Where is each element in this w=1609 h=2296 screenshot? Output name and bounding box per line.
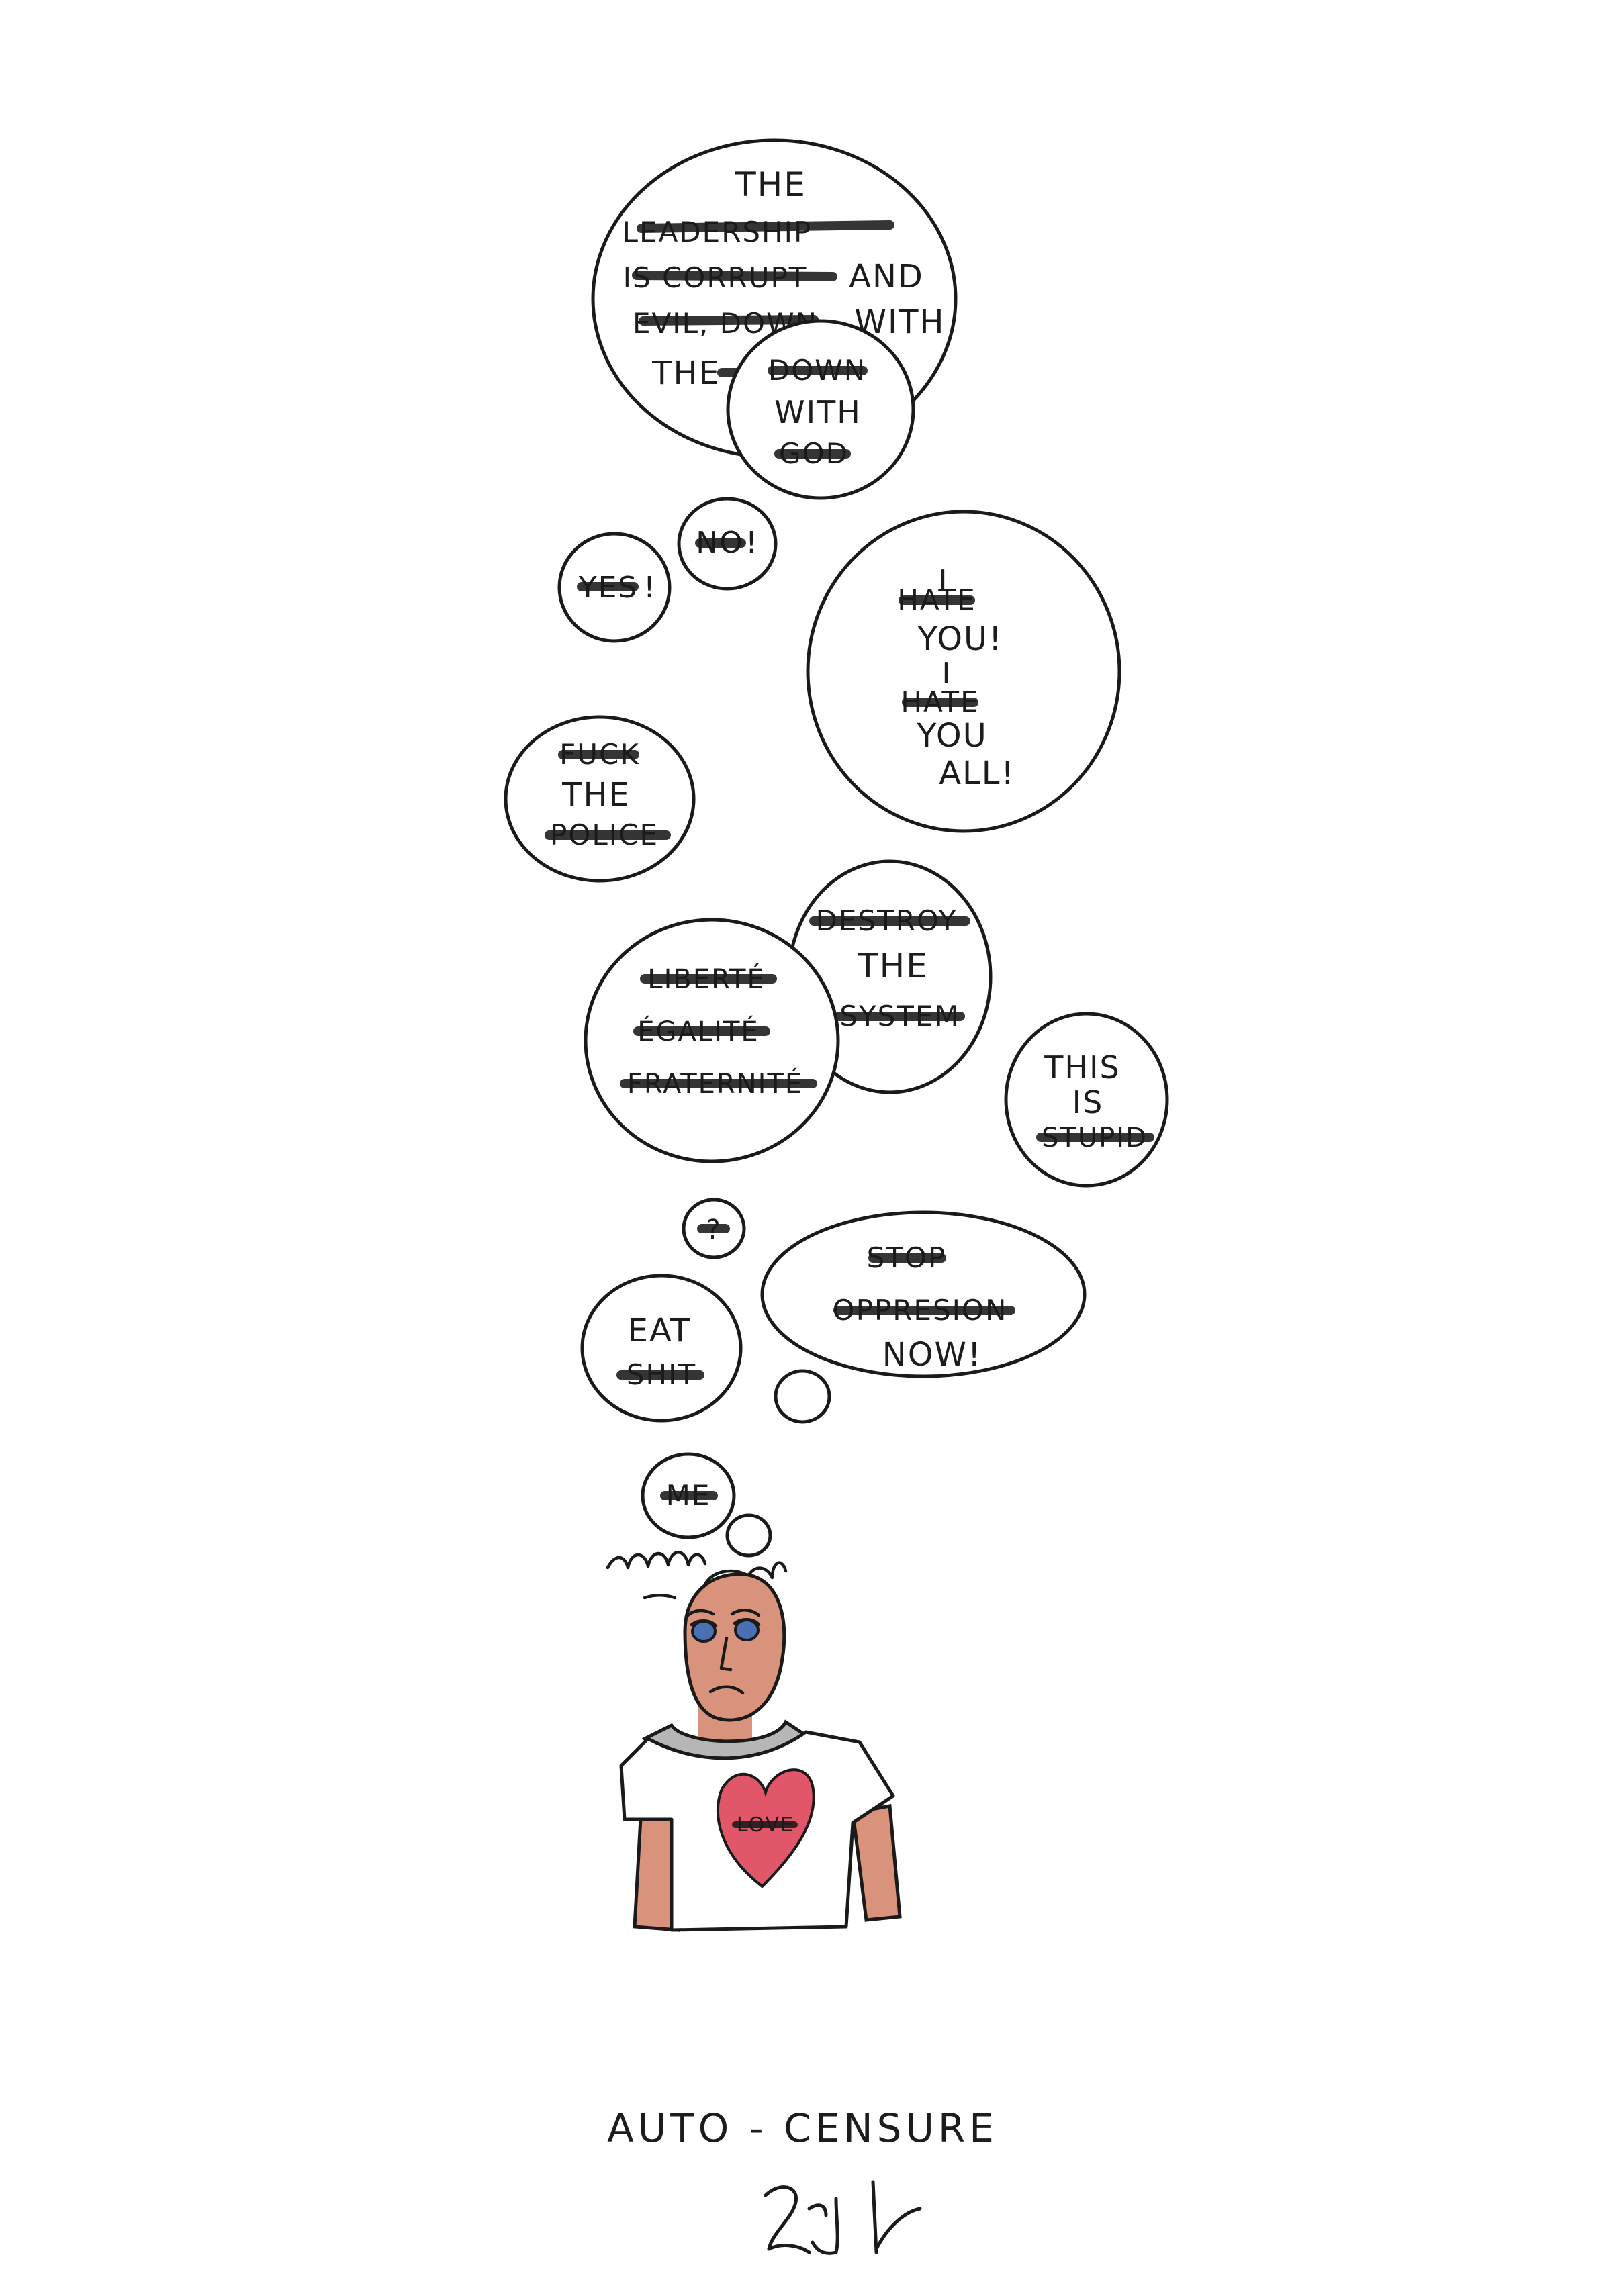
leadership-word-the: THE [735,165,807,204]
oppression-thought-bubble: STOP OPPRESION NOW! [760,1210,1087,1424]
mouth [708,1685,745,1695]
yes-thought-bubble: YES ! [557,532,672,643]
signature-stroke [764,2180,922,2255]
hate-thought-bubble: I HATE YOU! I HATE YOU ALL! [806,510,1121,833]
no-bubble-outline [677,497,778,591]
yes-bubble-outline [557,532,672,643]
me-bubble-outline [641,1452,736,1539]
caption-title: AUTO - CENSURE [607,2105,998,2151]
hate-word-you-2: YOU [916,717,988,755]
leadership-strike-2 [632,271,837,281]
leadership-strike-3 [639,315,819,326]
head [683,1572,786,1722]
oppression-tail-dot [774,1369,831,1424]
police-thought-bubble: FUCK THE POLICE [504,715,696,883]
hate-bubble-outline [806,510,1121,833]
hate-word-all: ALL! [939,755,1015,792]
eat-bubble-outline [580,1274,743,1423]
small-bubble-outline [682,1198,746,1259]
stupid-bubble-outline [1004,1012,1169,1188]
stupid-word-this: THIS [1044,1049,1120,1086]
liberte-thought-bubble: LIBERTÉ ÉGALITÉ FRATERNITÉ [584,918,840,1163]
character-figure: LOVE [606,1551,902,1932]
hate-word-i: I [939,564,949,598]
system-word-the: THE [857,947,929,986]
left-eyebrow [684,1609,715,1619]
police-bubble-outline [504,715,696,883]
leadership-word-and: AND [849,258,924,295]
god-thought-bubble: DOWN WITH GOD [726,319,915,500]
oppression-word-now: NOW! [882,1336,982,1374]
hate-word-i-2: I [942,657,952,691]
stupid-thought-bubble: THIS IS STUPID [1004,1012,1169,1188]
right-arm [851,1804,902,1922]
right-eye-lid [733,1618,761,1627]
left-eye-lid [690,1619,718,1628]
eat-thought-bubble: EAT SHIT [580,1274,743,1423]
leadership-strike-1 [637,220,894,233]
no-thought-bubble: NO ! [677,497,778,591]
signature [764,2180,922,2255]
heart-icon [716,1768,815,1888]
police-word-the: THE [561,776,631,814]
me-tail-dot [725,1513,772,1558]
god-word-with: WITH [774,394,862,430]
nose [719,1636,733,1672]
hair-scribble [606,1551,788,1600]
me-thought-bubble: ME [641,1452,772,1558]
leadership-word-the-2: THE [651,354,721,392]
stupid-word-is: IS [1072,1084,1104,1120]
hate-word-you: YOU! [917,620,1003,658]
eat-word-eat: EAT [628,1312,692,1349]
right-eyebrow [730,1609,761,1617]
yes-exclamation: ! [643,571,657,605]
small-thought-bubble: ? [682,1198,746,1259]
no-exclamation: ! [745,526,759,560]
leadership-thought-bubble: THE LEADERSHIP IS CORRUPT AND EVIL, DOWN… [591,138,958,459]
oppression-bubble-outline [760,1210,1087,1378]
head-top-curl [703,1569,747,1586]
